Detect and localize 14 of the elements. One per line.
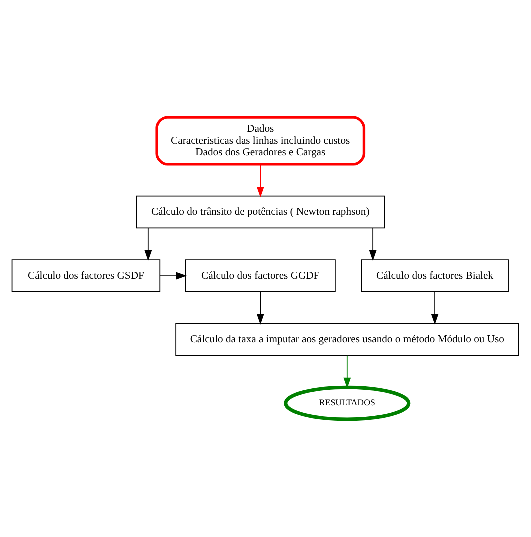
arrow xyxy=(144,228,152,262)
arrow xyxy=(160,272,188,280)
arrow xyxy=(431,292,439,325)
arrow xyxy=(369,228,377,262)
arrow xyxy=(256,164,264,198)
node-box: Cálculo do trânsito de potências ( Newton raphson) xyxy=(136,196,386,229)
arrow xyxy=(256,292,264,325)
node-box: Cálculo dos factores Bialek xyxy=(361,260,509,292)
node-box: Cálculo da taxa a imputar aos geradores usando o método Módulo ou Uso xyxy=(176,323,520,356)
node-box: Cálculo dos factores GGDF xyxy=(185,260,336,292)
node-ellipse: RESULTADOS xyxy=(284,386,411,422)
node-box: Cálculo dos factores GSDF xyxy=(12,260,161,292)
node-box: Dados Caracteristicas das linhas incluindo custos Dados dos Geradores e Cargas xyxy=(156,116,366,166)
arrow xyxy=(344,355,352,389)
